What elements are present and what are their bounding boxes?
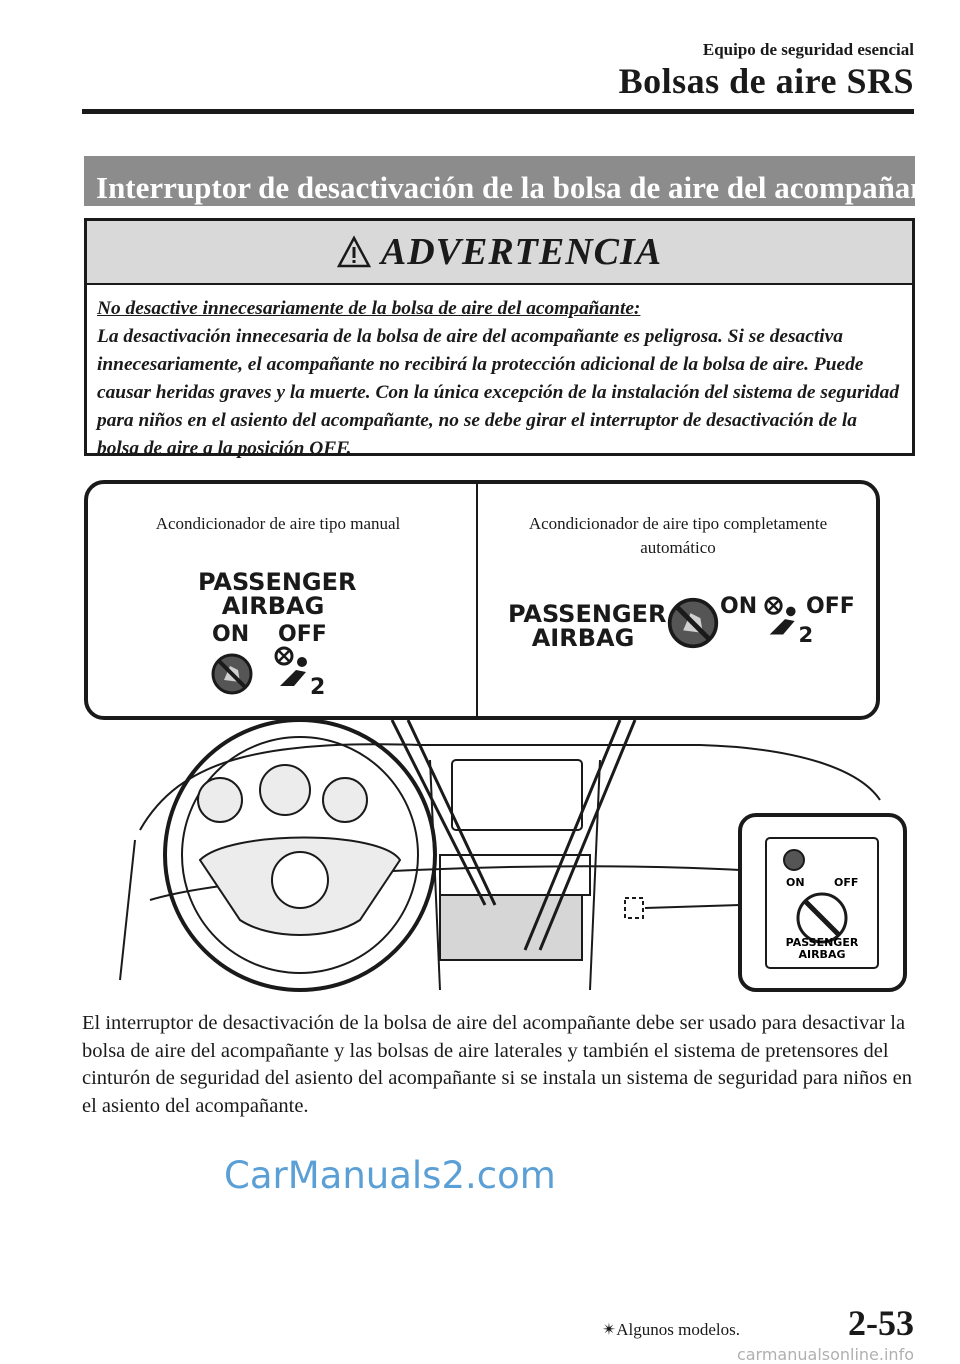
child-seat-prohibited-icon-auto xyxy=(667,597,719,649)
on-label-manual: ON xyxy=(212,622,250,647)
caption-auto-ac: Acondicionador de aire tipo completament… xyxy=(528,514,828,557)
panel-divider xyxy=(476,484,478,716)
on-label-auto: ON xyxy=(720,594,758,619)
section-title: Interruptor de desactivación de la bolsa… xyxy=(96,170,952,205)
child-seat-prohibited-icon xyxy=(211,653,253,695)
icon-number-2: 2 xyxy=(310,675,325,700)
label-airbag-auto: AIRBAG xyxy=(531,624,635,652)
airbag-person-off-icon-auto: 2 xyxy=(764,596,813,647)
warning-box: ADVERTENCIA No desactive innecesariament… xyxy=(84,218,915,459)
switch-detail-callout: ON OFF PASSENGER AIRBAG xyxy=(738,813,907,992)
footnote-text: Algunos modelos. xyxy=(616,1320,740,1339)
switch-passenger-label: PASSENGER xyxy=(786,936,859,949)
off-label-auto: OFF xyxy=(806,594,855,619)
section-title-bar: Interruptor de desactivación de la bolsa… xyxy=(84,156,960,206)
label-passenger: PASSENGER xyxy=(198,568,357,596)
page-title: Bolsas de aire SRS xyxy=(618,61,914,101)
warning-header: ADVERTENCIA xyxy=(87,221,912,285)
page-number: 2-53 xyxy=(848,1303,914,1343)
watermark-carmanuals: CarManuals2.com xyxy=(224,1154,556,1197)
warning-subtitle: No desactive innecesariamente de la bols… xyxy=(97,298,641,319)
callout-lines xyxy=(390,719,637,951)
label-airbag: AIRBAG xyxy=(221,592,325,620)
footnote: ✴Algunos modelos. xyxy=(602,1320,740,1340)
warning-body: No desactive innecesariamente de la bols… xyxy=(87,285,912,463)
passenger-airbag-label-auto: PASSENGER AIRBAG xyxy=(508,600,667,652)
footnote-star: ✴ xyxy=(602,1320,617,1339)
switch-off-label: OFF xyxy=(834,876,858,889)
caption-manual-ac: Acondicionador de aire tipo manual xyxy=(155,514,401,533)
warning-text: La desactivación innecesaria de la bolsa… xyxy=(97,326,900,459)
switch-on-label: ON xyxy=(786,876,805,889)
body-paragraph: El interruptor de desactivación de la bo… xyxy=(82,1012,912,1117)
passenger-airbag-label-manual: PASSENGER AIRBAG xyxy=(198,568,357,620)
warning-triangle-icon xyxy=(336,235,371,268)
header-rule xyxy=(82,109,914,114)
switch-airbag-label: AIRBAG xyxy=(798,948,845,961)
off-label-manual: OFF xyxy=(278,622,327,647)
bottom-watermark: carmanualsonline.info xyxy=(736,1345,914,1364)
label-passenger-auto: PASSENGER xyxy=(508,600,667,628)
chapter-title: Equipo de seguridad esencial xyxy=(702,40,914,59)
indicator-callout-panel: Acondicionador de aire tipo manual Acond… xyxy=(84,480,880,720)
section-star-mark: ✴ xyxy=(954,168,960,193)
icon-number-2-auto: 2 xyxy=(798,622,813,647)
steering-wheel xyxy=(163,718,437,992)
airbag-person-off-icon: 2 xyxy=(274,646,325,700)
warning-title: ADVERTENCIA xyxy=(380,231,663,273)
